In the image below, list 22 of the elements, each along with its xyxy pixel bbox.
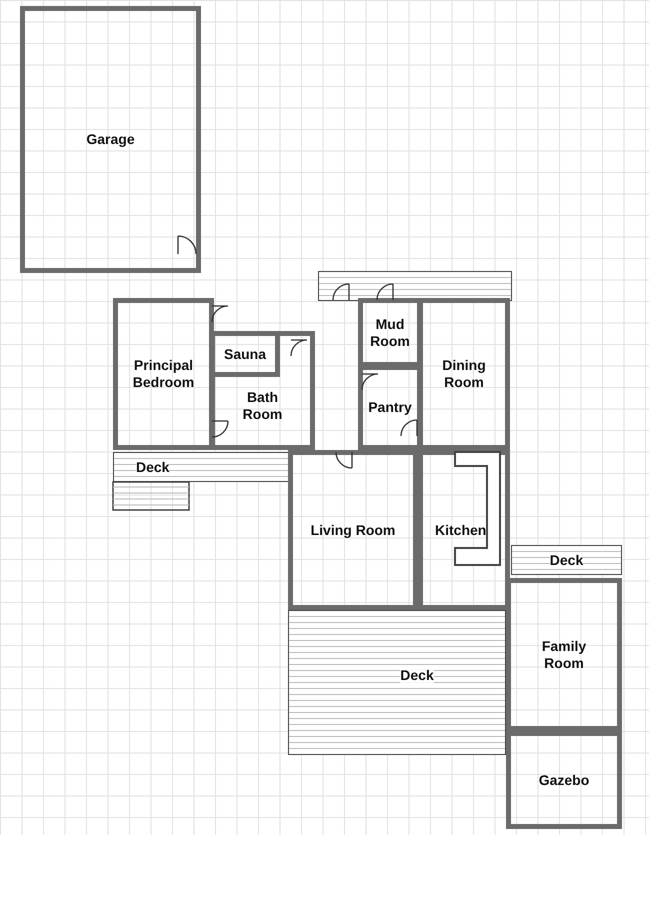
room-label: Mud Room xyxy=(369,316,411,350)
deck-outline xyxy=(318,271,512,301)
room-label: Sauna xyxy=(224,346,266,362)
deck-outline xyxy=(511,545,622,575)
room-label: Family Room xyxy=(540,638,588,672)
deck-outline xyxy=(288,610,506,755)
room-outline xyxy=(288,450,418,610)
room-label: Principal Bedroom xyxy=(132,357,196,391)
room-label: Deck xyxy=(136,458,170,476)
room-label: Gazebo xyxy=(538,772,590,788)
room-outline xyxy=(506,731,622,829)
room-label: Deck xyxy=(550,552,584,568)
room-label: Deck xyxy=(400,667,434,684)
room-outline xyxy=(20,6,201,273)
deck-outline xyxy=(113,452,291,482)
room-label: Living Room xyxy=(310,522,396,538)
room-label: Pantry xyxy=(368,399,412,416)
room-label: Bath Room xyxy=(242,389,284,423)
room-outline xyxy=(506,578,622,731)
room-label: Dining Room xyxy=(441,357,487,391)
room-label: Garage xyxy=(86,131,135,148)
room-label: Kitchen xyxy=(435,522,486,538)
